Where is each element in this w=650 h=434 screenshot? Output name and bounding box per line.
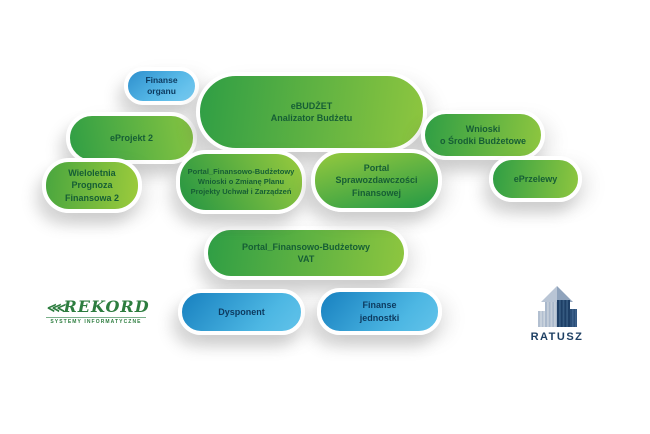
node-wnioski-o-srodki-budzetowe: Wnioski o Środki Budżetowe (421, 110, 545, 160)
ratusz-building-icon (538, 286, 577, 327)
node-label: eProjekt 2 (109, 132, 154, 143)
node-portal-sprawozdawczosci-finansowej: Portal Sprawozdawczości Finansowej (311, 149, 442, 212)
rekord-name-text: REKORD (63, 297, 150, 316)
rekord-arrows-icon: ⋘ (46, 301, 64, 316)
node-eprojekt2: eProjekt 2 (66, 112, 197, 164)
node-label: Dysponent (218, 306, 265, 317)
node-label: Wieloletnia Prognoza Finansowa 2 (64, 168, 119, 203)
ratusz-label: RATUSZ (530, 331, 584, 343)
node-finanse-organu: Finanse organu (124, 67, 199, 105)
node-label: Portal_Finansowo-Budżetowy VAT (241, 241, 370, 264)
node-label: Portal_Finansowo-Budżetowy Wnioski o Zmi… (187, 166, 295, 197)
node-label: Finanse organu (145, 74, 178, 96)
ratusz-logo: RATUSZ (526, 285, 588, 343)
node-label: Portal Sprawozdawczości Finansowej (335, 163, 418, 198)
node-finanse-jednostki: Finanse jednostki (317, 288, 442, 335)
node-label: Finanse jednostki (359, 300, 400, 323)
node-dysponent: Dysponent (178, 289, 305, 335)
node-label: Wnioski o Środki Budżetowe (439, 123, 526, 146)
node-eprzelewy: ePrzelewy (489, 156, 582, 202)
node-label: ePrzelewy (513, 173, 558, 184)
node-wieloletnia-prognoza-finansowa: Wieloletnia Prognoza Finansowa 2 (42, 158, 142, 213)
node-label: eBUDŻET Analizator Budżetu (270, 100, 353, 123)
node-portal-finansowo-budzetowy-wnioski: Portal_Finansowo-Budżetowy Wnioski o Zmi… (176, 150, 306, 214)
rekord-logo: ⋘REKORD SYSTEMY INFORMATYCZNE (46, 299, 149, 325)
rekord-tagline: SYSTEMY INFORMATYCZNE (46, 317, 146, 325)
node-portal-finansowo-budzetowy-vat: Portal_Finansowo-Budżetowy VAT (204, 226, 408, 280)
node-ebudzet-analizator-budzetu: eBUDŻET Analizator Budżetu (196, 72, 427, 152)
rekord-wordmark: ⋘REKORD (46, 299, 149, 316)
